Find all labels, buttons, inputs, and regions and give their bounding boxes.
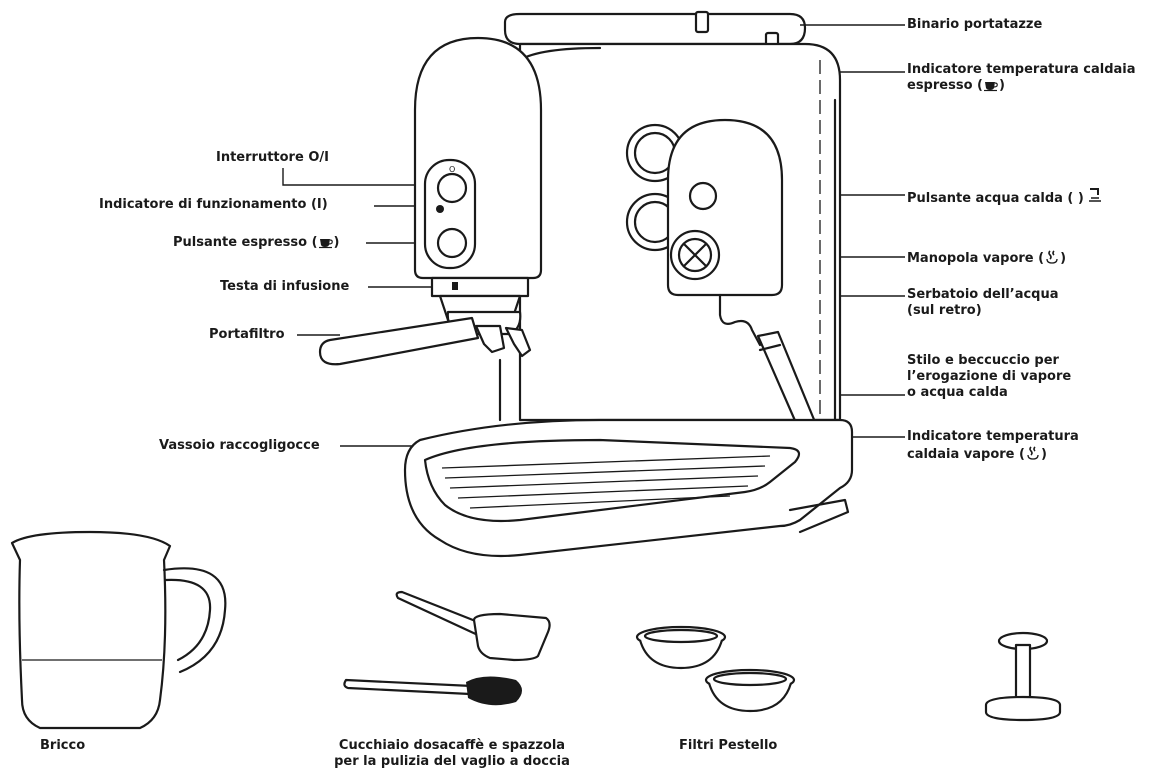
label-brew-head: Testa di infusione — [220, 279, 350, 294]
label-spoon-and-brush: Cucchiaio dosacaffè e spazzola per la pu… — [334, 738, 570, 769]
tamper — [984, 631, 1062, 722]
portafilter — [318, 310, 532, 366]
brew-dome: O — [413, 36, 543, 280]
espresso-cup-icon — [983, 82, 998, 92]
label-power-indicator: Indicatore di funzionamento (I) — [99, 197, 328, 212]
label-espresso-temp-indicator: Indicatore temperatura caldaia espresso … — [907, 62, 1136, 93]
label-water-tank: Serbatoio dell’acqua (sul retro) — [907, 287, 1059, 318]
label-portafilter: Portafiltro — [209, 327, 285, 342]
filter-baskets — [635, 625, 796, 713]
milk-pitcher — [10, 530, 227, 730]
label-steam-knob: Manopola vapore () — [907, 250, 1067, 266]
steam-icon — [1046, 250, 1058, 264]
steam-dome — [666, 118, 784, 297]
label-steam-wand: Stilo e beccuccio per l’erogazione di va… — [907, 353, 1072, 400]
label-espresso-button: Pulsante espresso () — [173, 235, 340, 250]
label-filters-tamper: Filtri Pestello — [679, 738, 778, 753]
label-power-switch: Interruttore O/I — [216, 150, 329, 165]
espresso-cup-icon — [318, 239, 333, 249]
label-steam-temp-indicator: Indicatore temperatura caldaia vapore () — [907, 429, 1079, 462]
label-hot-water-button: Pulsante acqua calda ( ) — [907, 187, 1103, 207]
cleaning-brush — [343, 676, 522, 706]
label-drip-tray: Vassoio raccogligocce — [159, 438, 320, 453]
drip-tray — [403, 418, 854, 558]
hot-water-tap-icon — [1088, 188, 1101, 202]
measuring-spoon — [395, 590, 551, 662]
steam-icon — [1027, 446, 1039, 460]
label-pitcher: Bricco — [40, 738, 86, 753]
svg-text:O: O — [449, 165, 455, 174]
label-cup-rail: Binario portatazze — [907, 17, 1043, 32]
